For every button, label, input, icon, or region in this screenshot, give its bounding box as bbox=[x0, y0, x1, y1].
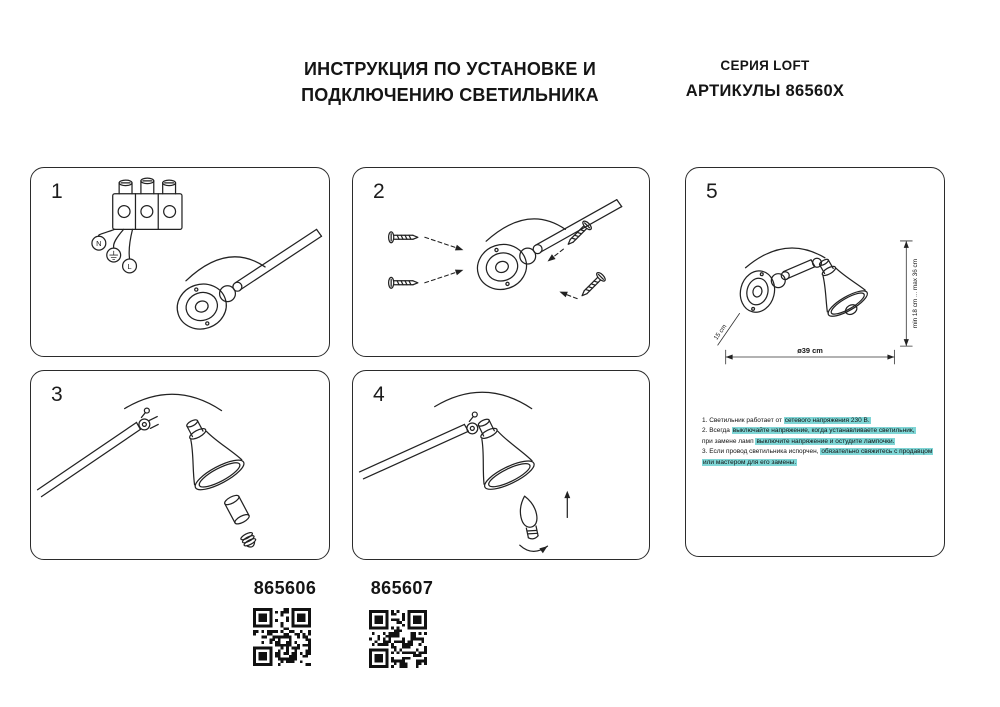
terminal-n-label: N bbox=[96, 239, 101, 248]
step2-panel: 2 bbox=[352, 167, 650, 357]
dimension-depth: 15 cm bbox=[713, 312, 740, 346]
light-bulb bbox=[519, 495, 539, 540]
lamp-arm bbox=[36, 393, 223, 498]
arrowhead-icon bbox=[454, 269, 464, 276]
step3-number: 3 bbox=[51, 383, 63, 406]
articles-label: АРТИКУЛЫ 86560X bbox=[685, 82, 845, 100]
mounting-screw bbox=[577, 270, 608, 301]
step1-panel: 1 N L bbox=[30, 167, 330, 357]
step1-number: 1 bbox=[51, 180, 63, 203]
article-code-865607: 865607 bbox=[370, 578, 434, 598]
lamp-arm bbox=[744, 247, 826, 289]
page-title-line2: ПОДКЛЮЧЕНИЮ СВЕТИЛЬНИКА bbox=[301, 85, 599, 106]
dim-diameter-label: ø39 cm bbox=[797, 346, 823, 355]
socket-sleeve bbox=[224, 494, 250, 525]
note-line-3: при замене ламп выключите напряжение и о… bbox=[702, 437, 896, 445]
arrowhead-icon bbox=[454, 244, 464, 251]
dim-height-label: min 18 cm ... max 36 cm bbox=[912, 259, 919, 328]
step2-illustration bbox=[387, 199, 623, 301]
wall-plate bbox=[476, 243, 528, 291]
curved-rod bbox=[434, 391, 533, 410]
arrowhead-icon bbox=[564, 490, 571, 499]
step3-panel: 3 bbox=[30, 370, 330, 560]
note-line-5: или мастером для его замены. bbox=[702, 458, 798, 466]
terminal-block bbox=[112, 177, 183, 230]
terminal-ground-badge bbox=[106, 247, 122, 263]
arrowhead-icon bbox=[547, 254, 556, 262]
step4-panel: 4 bbox=[352, 370, 650, 560]
series-label: СЕРИЯ LOFT bbox=[720, 58, 810, 73]
page-title-line1: ИНСТРУКЦИЯ ПО УСТАНОВКЕ И bbox=[304, 59, 596, 79]
connection-wires bbox=[97, 228, 134, 260]
step4-number: 4 bbox=[373, 383, 385, 406]
page-title: ИНСТРУКЦИЯ ПО УСТАНОВКЕ И ПОДКЛЮЧЕНИЮ СВ… bbox=[240, 56, 660, 108]
step5-number: 5 bbox=[706, 180, 718, 203]
lamp-shade bbox=[186, 419, 245, 491]
curved-rod bbox=[185, 256, 266, 282]
curved-rod bbox=[744, 247, 826, 269]
step5-panel: 5 bbox=[685, 167, 945, 557]
wall-plate bbox=[739, 270, 776, 313]
step5-illustration: min 18 cm ... max 36 cm 15 cm ø39 cm bbox=[713, 240, 919, 365]
bulb-tip bbox=[844, 304, 858, 316]
curved-rod bbox=[485, 218, 566, 242]
terminal-n-badge bbox=[91, 235, 107, 251]
dimension-diameter: ø39 cm bbox=[725, 346, 895, 365]
dim-depth-label: 15 cm bbox=[713, 323, 729, 341]
mounting-screw bbox=[387, 231, 419, 244]
lamp-arm bbox=[185, 228, 323, 303]
step4-illustration bbox=[358, 391, 571, 554]
note-line-2: 2. Всегда выключайте напряжение, когда у… bbox=[702, 427, 916, 435]
step2-number: 2 bbox=[373, 180, 385, 203]
dimension-height: min 18 cm ... max 36 cm bbox=[899, 240, 919, 347]
curved-rod bbox=[123, 393, 223, 412]
lamp-arm bbox=[358, 391, 533, 480]
lamp-shade bbox=[818, 258, 869, 317]
terminal-l-label: L bbox=[127, 262, 131, 271]
lamp-shade bbox=[477, 418, 535, 490]
step1-illustration: N L bbox=[91, 177, 323, 330]
insert-arrow bbox=[424, 236, 461, 250]
header-right: СЕРИЯ LOFT АРТИКУЛЫ 86560X bbox=[630, 58, 900, 101]
note-line-4: 3. Если провод светильника испорчен, обя… bbox=[702, 448, 934, 456]
safety-notes: 1. Светильник работает от сетевого напря… bbox=[702, 416, 938, 468]
arrowhead-icon bbox=[559, 291, 568, 298]
article-code-865606: 865606 bbox=[253, 578, 317, 598]
step3-illustration bbox=[36, 393, 257, 548]
qr-code-865606 bbox=[253, 608, 311, 666]
lamp-arm bbox=[485, 199, 623, 265]
arrowhead-icon bbox=[539, 546, 548, 554]
socket-thread bbox=[240, 531, 257, 548]
insert-arrow bbox=[424, 270, 461, 284]
mounting-screw bbox=[387, 276, 419, 289]
note-line-1: 1. Светильник работает от сетевого напря… bbox=[702, 417, 871, 424]
terminal-l-badge bbox=[121, 258, 138, 274]
mounting-screw bbox=[563, 219, 594, 249]
qr-code-865607 bbox=[369, 610, 427, 668]
wall-plate bbox=[176, 283, 227, 330]
earth-ground-icon bbox=[109, 250, 119, 261]
